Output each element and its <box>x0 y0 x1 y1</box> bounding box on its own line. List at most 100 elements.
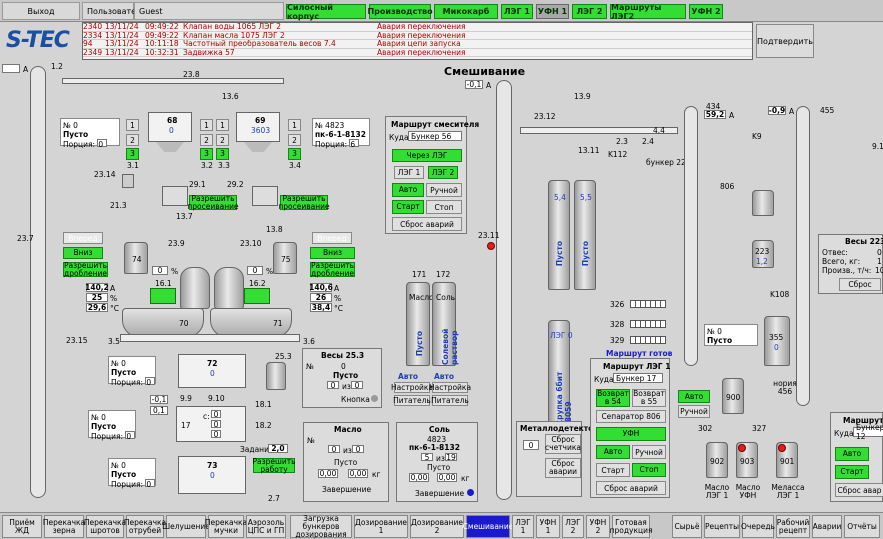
nav-reports[interactable]: Отчёты <box>844 515 880 538</box>
leg2-button[interactable]: ЛЭГ 2 <box>428 166 458 179</box>
scale-223[interactable]: 223 1,2 <box>752 240 774 268</box>
nav-ufn2[interactable]: УФН 2 <box>586 515 610 538</box>
salt-silo-172[interactable]: Соль Солевой раствор <box>432 282 459 366</box>
bunker-3-button[interactable]: 3 <box>200 148 213 160</box>
hopper-222[interactable] <box>752 190 774 216</box>
right-manual-button[interactable]: Ручной <box>678 405 710 418</box>
stop-button[interactable]: Стоп <box>632 463 666 477</box>
oil-silo-171[interactable]: Масло Пусто <box>406 282 434 366</box>
crusher-2-down[interactable]: Вниз <box>310 247 355 259</box>
right-auto-button[interactable]: Авто <box>678 390 710 403</box>
confirm-button[interactable]: Подтвердить <box>756 24 814 58</box>
bunker-68[interactable]: 68 0 <box>148 112 192 142</box>
nav-rail[interactable]: Приём ЖД <box>2 515 42 538</box>
valve[interactable] <box>122 174 134 188</box>
manual-button[interactable]: Ручной <box>426 183 462 197</box>
screw-328[interactable] <box>630 320 666 328</box>
motor-16-1[interactable] <box>150 288 176 304</box>
reset-alarms-button[interactable]: Сброс аварий <box>596 481 666 495</box>
bunker-3-button[interactable]: 3 <box>288 148 301 160</box>
nav-aerosol[interactable]: Аэрозоль ЦПС и ГП <box>246 515 286 538</box>
nav-ufn1[interactable]: УФН 1 <box>536 4 569 19</box>
crusher-74[interactable]: 74 <box>124 242 148 274</box>
auto-button[interactable]: Авто <box>596 445 630 459</box>
crusher-1-forward[interactable]: Вперед <box>63 232 103 244</box>
nav-silo[interactable]: Силосный корпус <box>286 3 366 21</box>
silo-355[interactable]: 355 0 <box>764 316 790 366</box>
nav-queue[interactable]: Очередь <box>741 515 775 538</box>
reset-alarm-button[interactable]: Сброс аварии <box>545 458 581 478</box>
nav-flour[interactable]: Перекачка мучки <box>205 515 247 538</box>
bunker-2-button[interactable]: 2 <box>288 134 301 146</box>
tank-902[interactable]: 902 <box>706 442 728 478</box>
leg2-reset-button[interactable]: Сброс авар <box>835 483 883 497</box>
bunker-1-button[interactable]: 1 <box>216 119 229 131</box>
nav-production[interactable]: Производство <box>367 4 433 19</box>
nav-dosing2[interactable]: Дозирование 2 <box>410 515 464 538</box>
bunker-2-button[interactable]: 2 <box>126 134 139 146</box>
oil-settings-button[interactable]: Настройка <box>390 382 434 393</box>
weights-reset-button[interactable]: Сброс <box>839 278 881 291</box>
leg1-button[interactable]: ЛЭГ 1 <box>394 166 424 179</box>
leg1-destination-select[interactable]: Бункер 17 <box>613 373 663 383</box>
nav-leg2[interactable]: ЛЭГ 2 <box>562 515 584 538</box>
return55-button[interactable]: Возврат в 55 <box>632 389 666 407</box>
nav-dosing-load[interactable]: Загрузка бункеров дозирования <box>290 514 352 538</box>
mixer-70[interactable]: 70 <box>122 308 204 338</box>
leg2-destination-select[interactable]: Бункер 12 <box>853 423 883 441</box>
nav-product[interactable]: Готовая продукция <box>610 515 652 538</box>
return54-button[interactable]: Возврат в 54 <box>596 389 630 407</box>
silo-54[interactable]: 5,4 Пусто <box>548 180 570 290</box>
motor-16-2[interactable] <box>244 288 270 304</box>
leg2-auto-button[interactable]: Авто <box>835 447 869 461</box>
reset-counter-button[interactable]: Сброс счетчика <box>545 434 581 454</box>
sifter-29-1[interactable] <box>162 186 188 206</box>
bunker-2-button[interactable]: 2 <box>200 134 213 146</box>
bunker-69[interactable]: 69 3603 <box>236 112 280 142</box>
bunker-1-button[interactable]: 1 <box>200 119 213 131</box>
ufn-button[interactable]: УФН <box>596 427 666 441</box>
nav-bran[interactable]: Перекачка отрубей <box>124 515 166 538</box>
nav-routes-leg2[interactable]: Маршруты ЛЭГ2 <box>610 3 686 21</box>
crusher-1-down[interactable]: Вниз <box>63 247 103 259</box>
manual-button[interactable]: Ручной <box>632 445 666 459</box>
screw-326[interactable] <box>630 300 666 308</box>
crusher-75[interactable]: 75 <box>273 242 297 274</box>
nav-recipes[interactable]: Рецепты <box>704 515 740 538</box>
sifter-29-2[interactable] <box>252 186 278 206</box>
start-button[interactable]: Старт <box>392 200 424 214</box>
reset-alarms-button[interactable]: Сброс аварий <box>392 217 462 231</box>
nav-dosing1[interactable]: Дозирование 1 <box>354 515 408 538</box>
bunker-1-button[interactable]: 1 <box>126 119 139 131</box>
nav-alarms[interactable]: Аварии <box>812 515 842 538</box>
enable-work-button[interactable]: Разрешить работу <box>252 456 296 474</box>
task-input[interactable]: 2,0 <box>268 444 288 453</box>
bunker-2-button[interactable]: 2 <box>216 134 229 146</box>
nav-meal[interactable]: Перекачка шротов <box>84 515 126 538</box>
nav-leg1[interactable]: ЛЭГ 1 <box>501 4 533 19</box>
nav-ufn1[interactable]: УФН 1 <box>536 515 560 538</box>
mixer-destination-select[interactable]: Бункер 56 <box>408 131 462 141</box>
auto-button[interactable]: Авто <box>392 183 424 197</box>
salt-feeder-button[interactable]: Питатель <box>431 395 469 406</box>
start-button[interactable]: Старт <box>596 463 630 477</box>
oil-feeder-button[interactable]: Питатель <box>393 395 431 406</box>
nav-work-recipe[interactable]: Рабочий рецепт <box>776 515 810 538</box>
exit-button[interactable]: Выход <box>2 2 80 20</box>
bunker-72[interactable]: 72 0 <box>178 354 246 388</box>
silo-krupka[interactable]: ЛЭГ 0 крупка 6бит /8059 <box>548 320 573 426</box>
nav-hulling[interactable]: Шелушение <box>162 515 210 538</box>
separator-button[interactable]: Сепаратор 806 <box>596 410 666 423</box>
leg2-start-button[interactable]: Старт <box>835 465 869 479</box>
bunker-73[interactable]: 73 0 <box>178 456 246 494</box>
nav-raw[interactable]: Сырьё <box>672 515 702 538</box>
stop-button[interactable]: Стоп <box>426 200 462 214</box>
salt-settings-button[interactable]: Настройка <box>428 382 472 393</box>
scale-17[interactable]: 17 c: 0 0 0 <box>176 406 246 442</box>
bunker-3-button[interactable]: 3 <box>216 148 229 160</box>
enable-crushing-2-button[interactable]: Разрешить дробление <box>310 260 355 278</box>
crusher-2-forward[interactable]: Вперед <box>312 232 352 244</box>
